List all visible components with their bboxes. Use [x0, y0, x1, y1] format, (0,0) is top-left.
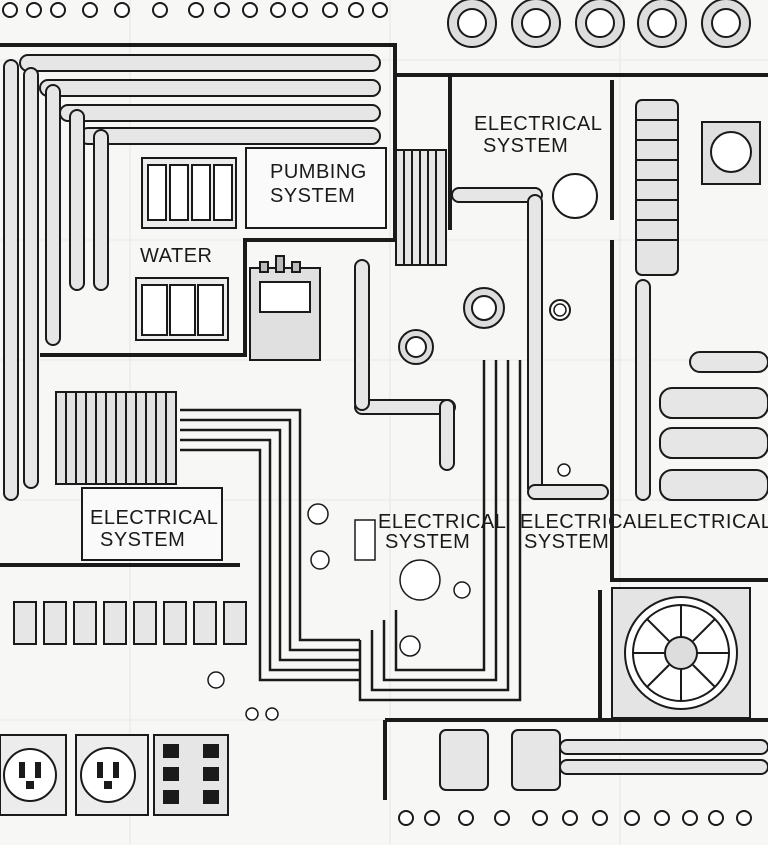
right-gauge-box [701, 121, 761, 185]
pipes-bottom [439, 729, 768, 791]
bottom-terminal-row [398, 810, 752, 826]
control-box [249, 255, 321, 361]
pipes-center [354, 187, 609, 500]
left-radiator [55, 391, 177, 485]
top-gauges [447, 0, 751, 48]
pipes-right [635, 279, 768, 501]
plumbing-label-line1: PUMBING [270, 161, 367, 183]
water-label: WATER [140, 245, 213, 267]
elec-top-label-line2: SYSTEM [483, 135, 568, 157]
breaker-row [13, 601, 247, 645]
switch-panel [153, 734, 229, 816]
outlet-left [0, 734, 67, 816]
elec-mid-label-line1: ELECTRICAL [378, 511, 506, 533]
wire-bundle [180, 360, 522, 702]
water-meter-panel-bottom [135, 277, 229, 341]
elec-right-label-line1: ELECTRICAL [520, 511, 648, 533]
elec-left-label-line2: SYSTEM [100, 529, 185, 551]
elec-right-label-line2: SYSTEM [524, 531, 609, 553]
top-terminal-row [2, 2, 388, 18]
plumbing-label-line2: SYSTEM [270, 185, 355, 207]
water-meter-panel-top [141, 157, 237, 229]
small-components [207, 303, 571, 721]
tall-cylinder [635, 99, 679, 276]
elec-left-label-box [81, 487, 223, 561]
fan-unit [611, 587, 751, 719]
plumbing-label-box [245, 147, 387, 229]
elec-left-label-line1: ELECTRICAL [90, 507, 218, 529]
elec-mid-label-line2: SYSTEM [385, 531, 470, 553]
elec-far-right-label: ELECTRICAL [644, 511, 768, 533]
frame-lines [0, 43, 768, 800]
pipes-top-left [3, 54, 381, 501]
center-gauges [398, 173, 598, 365]
radiator-top [395, 149, 447, 266]
elec-top-label-line1: ELECTRICAL [474, 113, 602, 135]
outlet-right [75, 734, 149, 816]
